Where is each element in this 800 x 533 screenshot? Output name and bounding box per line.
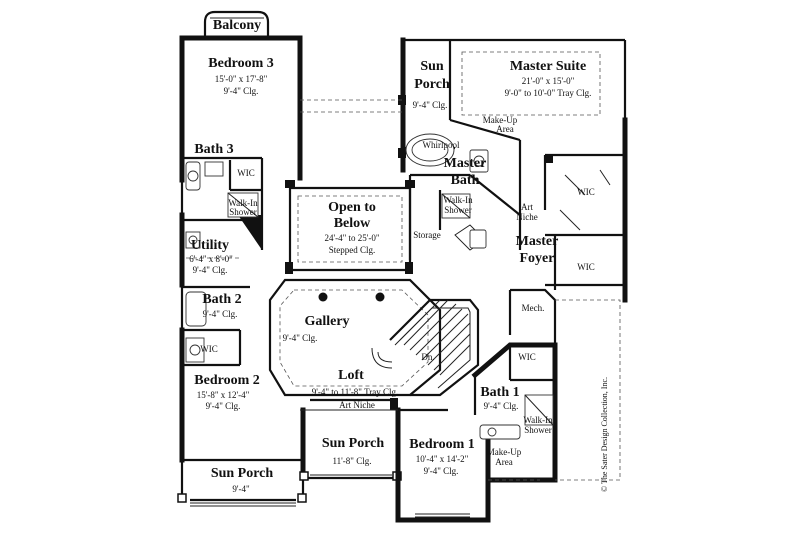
art-niche-loft: Art Niche — [339, 400, 375, 410]
bedroom3-name: Bedroom 3 — [208, 56, 273, 71]
sun-porch-top-line1: Sun — [420, 59, 444, 74]
bath1-ceiling: 9'-4" Clg. — [484, 401, 519, 411]
walkin-shower-left-line2: Shower — [229, 207, 257, 217]
makeup-bottom-line1: Make-Up — [487, 447, 522, 457]
master-bath-fixtures — [405, 133, 611, 251]
sun-porch-mid-ceiling: 11'-8" Clg. — [333, 456, 372, 466]
wic-bed2: WIC — [200, 344, 218, 354]
walkin-shower-left-line1: Walk-In — [228, 198, 258, 208]
bedroom1-size: 10'-4" x 14'-2" — [416, 454, 469, 464]
copyright-text: © The Sater Design Collection, Inc. — [600, 377, 609, 492]
wic-master-top: WIC — [577, 187, 595, 197]
bedroom1-walls — [395, 407, 491, 523]
bath3-fixtures — [185, 161, 259, 218]
bath2-fixtures — [185, 291, 207, 363]
wic-bath1: WIC — [518, 352, 536, 362]
utility-name: Utility — [191, 238, 229, 253]
bedroom2-name: Bedroom 2 — [194, 373, 259, 388]
loft-ceiling: 9'-4" to 11'-8" Tray Clg. — [312, 387, 399, 397]
storage-label: Storage — [413, 230, 441, 240]
bath3-name: Bath 3 — [194, 142, 233, 157]
open-to-below-line2: Below — [334, 216, 371, 231]
utility-fixtures — [185, 231, 240, 259]
walkin-shower-master-line2: Shower — [444, 205, 472, 215]
bedroom3-ceiling: 9'-4" Clg. — [224, 86, 259, 96]
master-bath-line2: Bath — [451, 173, 480, 188]
art-niche-right-line1: Art — [521, 202, 533, 212]
open-to-below-line1: Open to — [328, 200, 376, 215]
sun-porch-top-line2: Porch — [414, 77, 450, 92]
stair — [371, 298, 480, 397]
walkin-shower-master-line1: Walk-In — [443, 195, 473, 205]
sun-porch-mid-name: Sun Porch — [322, 436, 385, 451]
master-suite-name: Master Suite — [510, 59, 586, 74]
makeup-top-line2: Area — [496, 124, 514, 134]
exterior-outline — [300, 99, 621, 481]
utility-ceiling: 9'-4" Clg. — [193, 265, 228, 275]
bedroom2-ceiling: 9'-4" Clg. — [206, 401, 241, 411]
open-to-below-size: 24'-4" to 25'-0" — [324, 233, 379, 243]
balcony-label: Balcony — [213, 18, 261, 33]
open-to-below-ceiling: Stepped Clg. — [329, 245, 376, 255]
bath2-name: Bath 2 — [202, 292, 241, 307]
master-suite-size: 21'-0" x 15'-0" — [522, 76, 575, 86]
loft-name: Loft — [338, 368, 364, 383]
room-labels: Balcony Bedroom 3 15'-0" x 17'-8" 9'-4" … — [189, 18, 595, 494]
stair-down-label: Dn. — [421, 352, 434, 362]
left-wing-walls — [179, 35, 303, 463]
bedroom2-size: 15'-8" x 12'-4" — [197, 390, 250, 400]
balcony — [203, 10, 270, 36]
mech-label: Mech. — [522, 303, 545, 313]
walkin-shower-bath1-line1: Walk-In — [523, 415, 553, 425]
whirlpool-label: Whirlpool — [423, 140, 460, 150]
sun-porch-bottom-ceiling: 9'-4" — [232, 484, 250, 494]
sun-porch-bottom-name: Sun Porch — [211, 466, 274, 481]
sun-porch-top-ceiling: 9'-4" Clg. — [413, 100, 448, 110]
makeup-bottom-line2: Area — [495, 457, 513, 467]
walkin-shower-bath1-line2: Shower — [524, 425, 552, 435]
bedroom1-ceiling: 9'-4" Clg. — [424, 466, 459, 476]
wic-master-bottom: WIC — [577, 262, 595, 272]
bath1-name: Bath 1 — [480, 385, 519, 400]
wic-bath3: WIC — [237, 168, 255, 178]
master-bath-line1: Master — [444, 156, 487, 171]
gallery-name: Gallery — [304, 314, 349, 329]
bedroom1-name: Bedroom 1 — [409, 437, 474, 452]
makeup-top-line1: Make-Up — [483, 115, 518, 125]
utility-size: 6'-4" x 8'-0" — [189, 254, 233, 264]
master-foyer-line1: Master — [516, 234, 559, 249]
master-suite-ceiling: 9'-0" to 10'-0" Tray Clg. — [505, 88, 592, 98]
bedroom3-size: 15'-0" x 17'-8" — [215, 74, 268, 84]
bath2-ceiling: 9'-4" Clg. — [203, 309, 238, 319]
gallery-ceiling: 9'-4" Clg. — [283, 333, 318, 343]
art-niche-right-line2: Niche — [516, 212, 538, 222]
master-foyer-line2: Foyer — [520, 251, 555, 266]
